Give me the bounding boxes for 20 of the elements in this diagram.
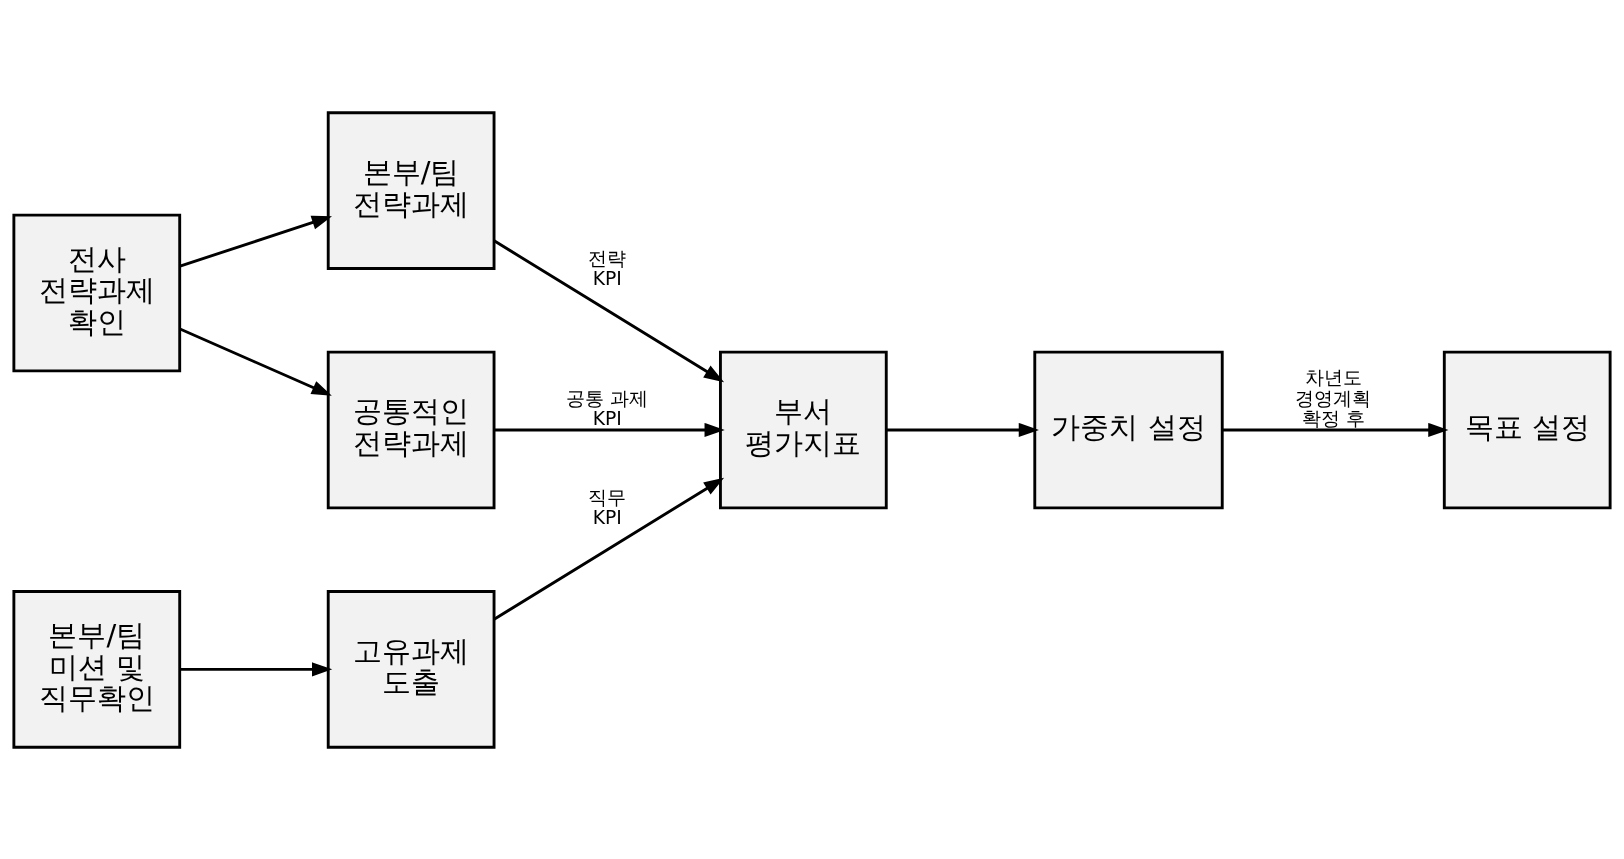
- node-box: 고유과제 도출: [326, 589, 496, 749]
- arrow: [494, 422, 725, 437]
- node-box: 가중치 설정: [1033, 350, 1224, 509]
- node-box: 전사 전략과제 확인: [12, 213, 182, 372]
- node-box: 본부/팀 미션 및 직무확인: [12, 589, 182, 749]
- arrow: [179, 327, 332, 396]
- node-box: 본부/팀 전략과제: [326, 110, 496, 270]
- edge-label: 직무 KPI: [588, 486, 627, 528]
- arrow: [886, 422, 1039, 437]
- edge-label: 공통 과제 KPI: [566, 387, 649, 429]
- arrow: [180, 661, 333, 676]
- arrow: [493, 239, 725, 382]
- node-box: 공통적인 전략과제: [326, 350, 496, 509]
- edge-label: 차년도 경영계획 확정 후: [1295, 366, 1372, 429]
- arrow: [179, 215, 332, 267]
- edge-label: 전략 KPI: [588, 247, 627, 289]
- arrow: [1222, 422, 1449, 437]
- node-box: 부서 평가지표: [719, 350, 888, 509]
- arrow: [493, 477, 725, 620]
- node-box: 목표 설정: [1442, 350, 1612, 509]
